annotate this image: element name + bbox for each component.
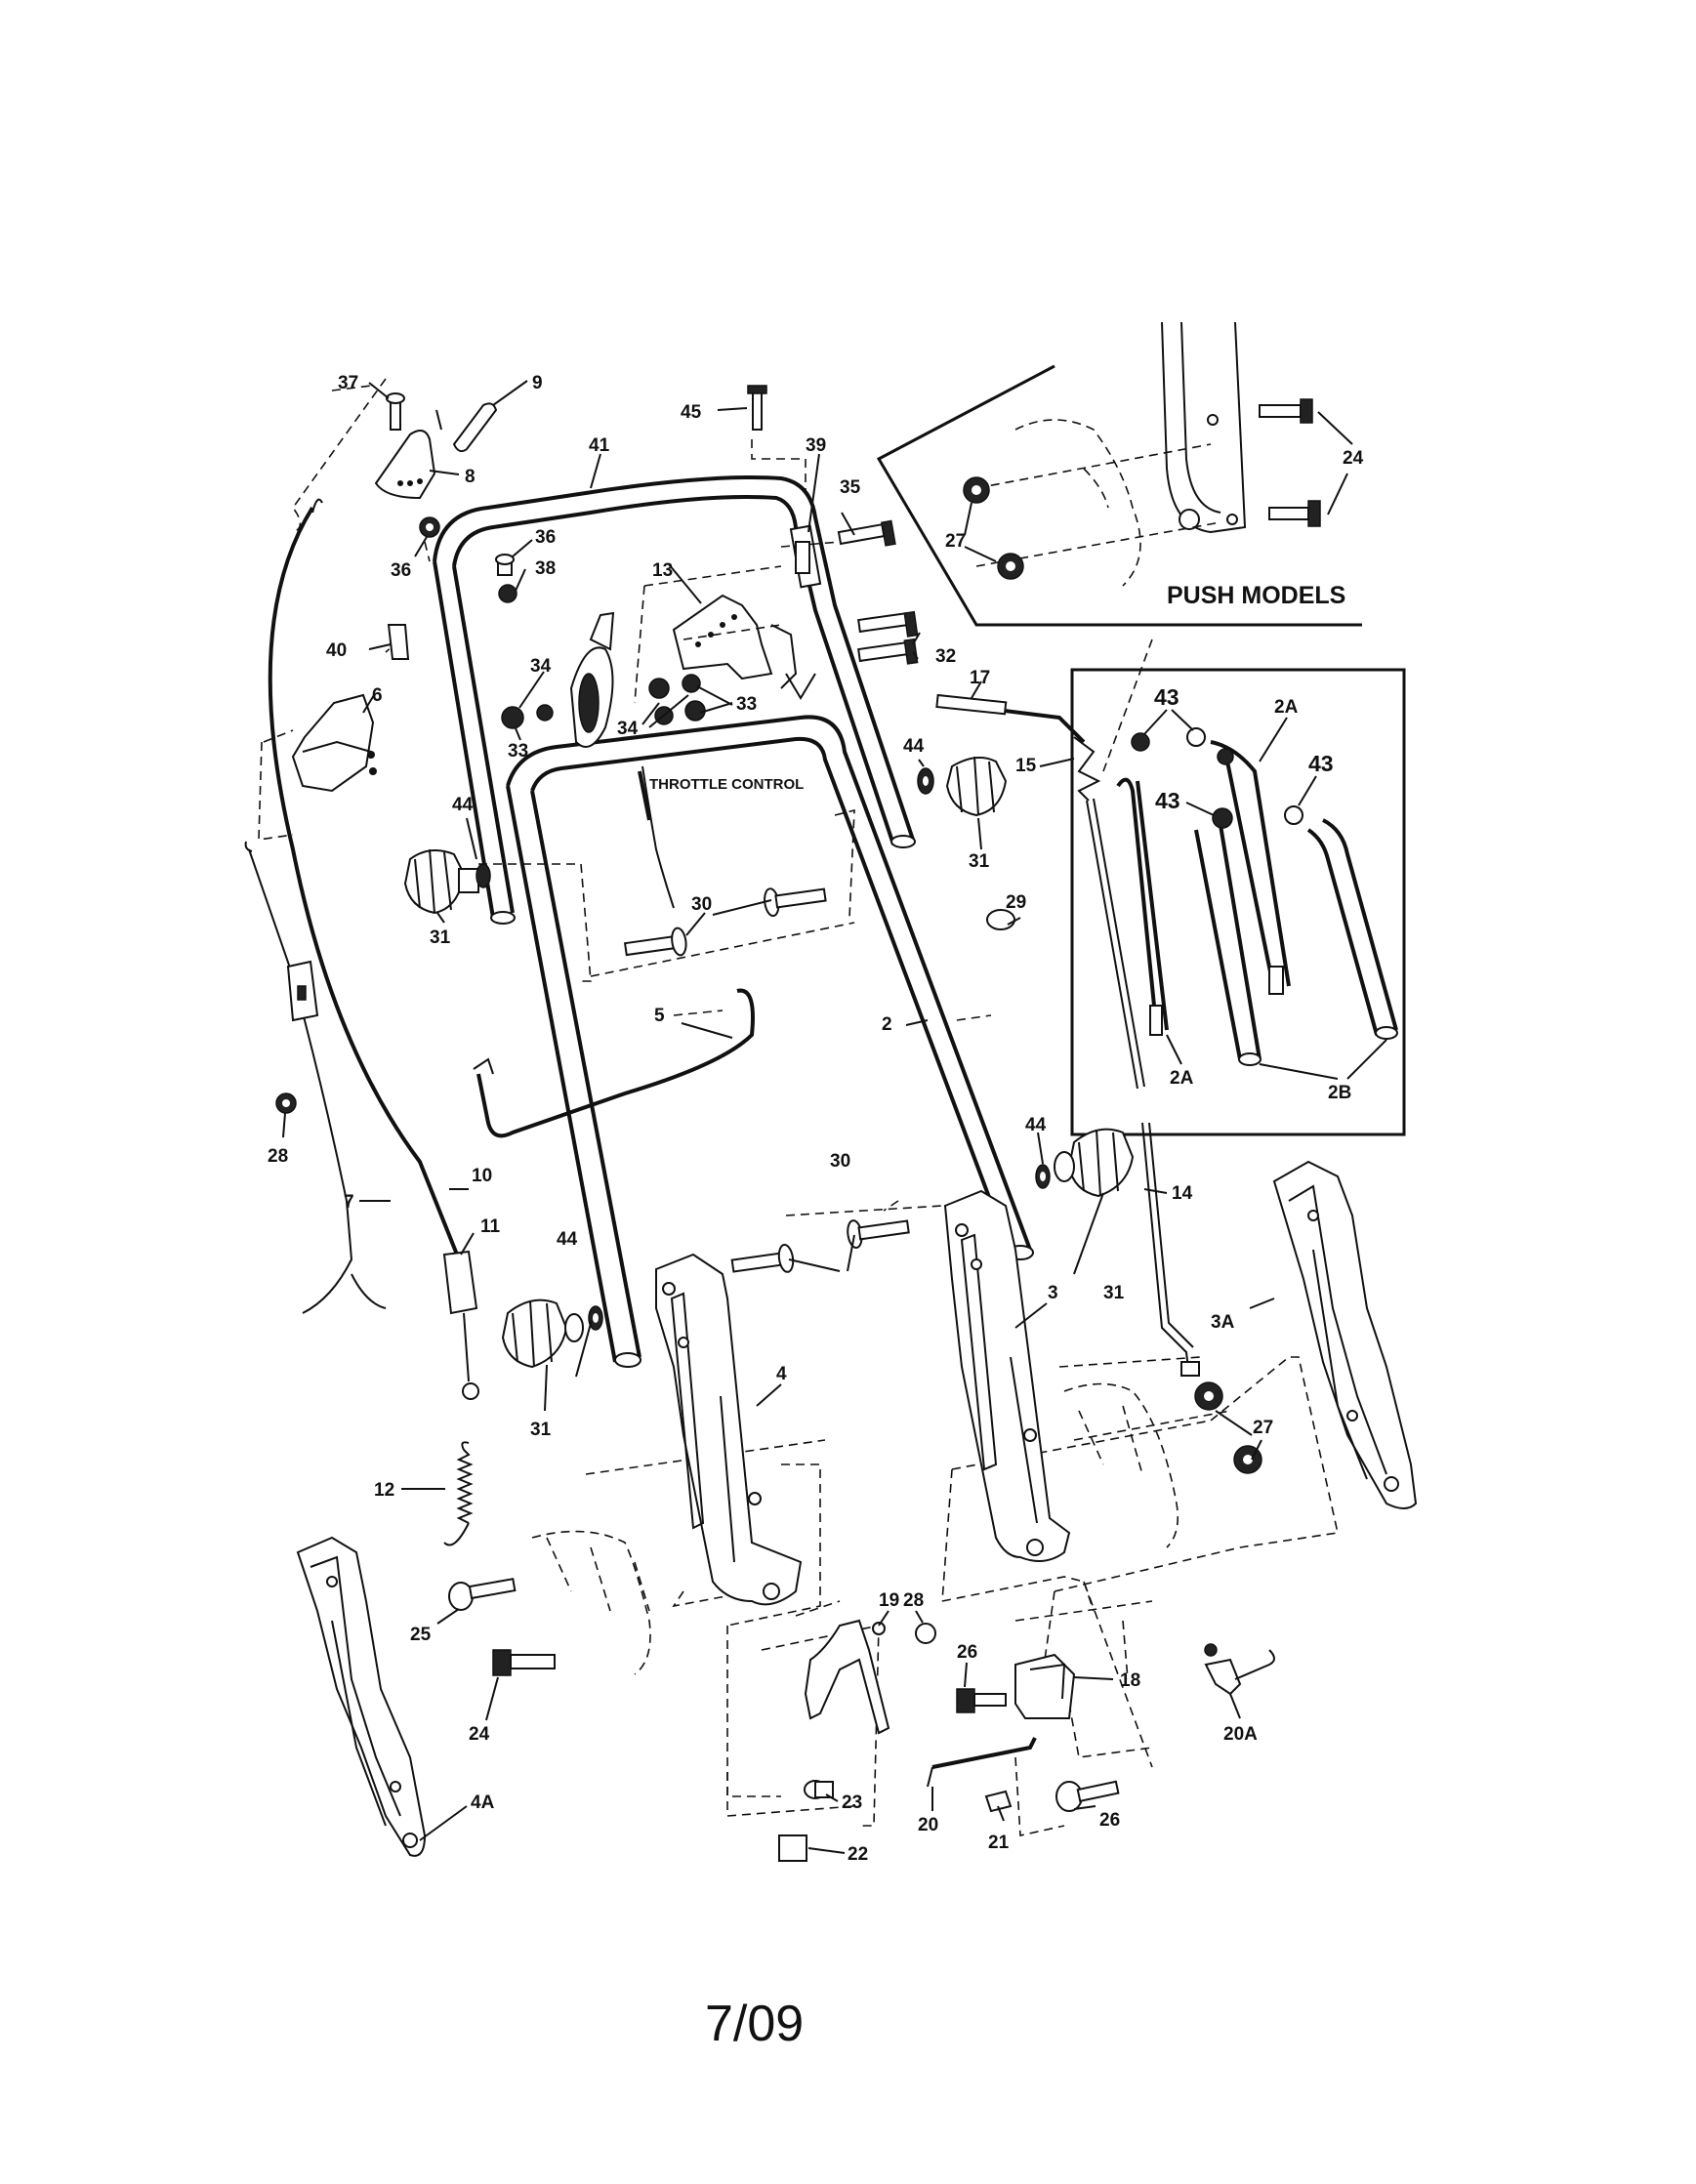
callout-36b: 36 — [535, 527, 556, 548]
callout-31c: 31 — [1103, 1283, 1125, 1303]
push-models-inset: 24 27 PUSH MODELS — [876, 321, 1364, 627]
callout-11: 11 — [480, 1216, 501, 1237]
callout-27: 27 — [1253, 1418, 1273, 1438]
callout-3A: 3A — [1211, 1312, 1235, 1333]
callout-7: 7 — [344, 1192, 354, 1213]
callout-24: 24 — [469, 1724, 490, 1745]
callout-10: 10 — [472, 1166, 492, 1186]
callout-34a: 34 — [530, 656, 552, 677]
deck-outlines — [531, 1382, 1179, 1675]
callout-18: 18 — [1120, 1670, 1140, 1691]
callout-23: 23 — [842, 1793, 862, 1813]
callout-26b: 26 — [1099, 1810, 1120, 1831]
callout-44a: 44 — [903, 736, 925, 757]
rods-14-15-17 — [935, 693, 1200, 1378]
callout-32: 32 — [935, 646, 956, 667]
carriage-bolts — [623, 887, 1015, 1273]
callout-9: 9 — [532, 373, 543, 393]
callout-20A: 20A — [1223, 1724, 1258, 1745]
handle-options-inset: 43 43 43 2A 2A 2B — [1070, 668, 1406, 1136]
callout-44d: 44 — [557, 1229, 578, 1250]
hardware-lower — [448, 1381, 1275, 1862]
callout-31d: 31 — [530, 1420, 552, 1440]
wheel-plate-4A — [296, 1536, 427, 1857]
lower-handle — [506, 715, 1034, 1368]
callout-2: 2 — [882, 1014, 892, 1035]
callout-17: 17 — [970, 668, 990, 688]
callout-33b: 33 — [736, 694, 757, 715]
callout-30b: 30 — [830, 1151, 850, 1172]
callout-13: 13 — [652, 560, 673, 581]
callout-33a: 33 — [508, 741, 528, 762]
callout-8: 8 — [465, 467, 476, 487]
throttle-control-label: THROTTLE CONTROL — [649, 776, 804, 793]
callout-3: 3 — [1048, 1283, 1058, 1303]
callout-31a: 31 — [969, 851, 990, 872]
callout-25: 25 — [410, 1625, 432, 1645]
control-rod-5 — [473, 988, 755, 1138]
callout-hb2Aa: 2A — [1274, 697, 1299, 718]
callout-26a: 26 — [957, 1642, 977, 1663]
leader-lines — [282, 380, 1275, 1854]
callout-pb27: 27 — [945, 531, 966, 552]
cables — [244, 498, 479, 1546]
callout-hb43b: 43 — [1155, 788, 1180, 813]
callout-28a: 28 — [268, 1146, 288, 1167]
callout-44c: 44 — [1025, 1115, 1047, 1135]
callout-28b: 28 — [903, 1590, 924, 1611]
callout-45: 45 — [681, 402, 702, 423]
callout-22: 22 — [848, 1844, 868, 1865]
side-bracket-4 — [655, 1253, 803, 1606]
callout-4A: 4A — [471, 1793, 495, 1813]
callout-34b: 34 — [617, 719, 639, 739]
page-code: 7/09 — [705, 1996, 804, 2052]
callout-40: 40 — [326, 640, 347, 661]
callout-21: 21 — [988, 1833, 1010, 1853]
callout-hb2Ab: 2A — [1170, 1068, 1194, 1089]
bracket-13 — [672, 594, 816, 700]
callout-35: 35 — [840, 477, 861, 498]
callout-20: 20 — [918, 1815, 938, 1835]
wheel-plate-3A — [1272, 1160, 1418, 1509]
callout-41: 41 — [589, 435, 610, 456]
upper-handle — [433, 475, 916, 925]
throttle-control: THROTTLE CONTROL — [569, 611, 804, 909]
callout-15: 15 — [1015, 756, 1037, 776]
knobs-and-washers — [403, 756, 1135, 1369]
callout-29: 29 — [1006, 892, 1026, 913]
callout-pb24: 24 — [1343, 448, 1364, 469]
callout-hb43a: 43 — [1154, 684, 1179, 710]
callout-12: 12 — [374, 1480, 394, 1501]
push-models-title: PUSH MODELS — [1167, 582, 1345, 609]
callout-44b: 44 — [452, 795, 474, 815]
callout-30a: 30 — [691, 894, 712, 915]
callout-hb2B: 2B — [1328, 1083, 1351, 1103]
callout-14: 14 — [1172, 1183, 1193, 1204]
callout-5: 5 — [654, 1006, 665, 1026]
callout-39: 39 — [806, 435, 826, 456]
callout-6: 6 — [372, 685, 383, 706]
callout-19: 19 — [879, 1590, 899, 1611]
callout-31b: 31 — [430, 927, 451, 948]
callout-labels: 37 9 8 36 36 38 45 41 39 35 13 32 40 6 3… — [268, 373, 1273, 1865]
callout-hb43c: 43 — [1308, 751, 1334, 776]
side-bracket-3 — [943, 1189, 1071, 1562]
callout-38: 38 — [535, 558, 556, 579]
callout-36a: 36 — [391, 560, 411, 581]
callout-37: 37 — [338, 373, 358, 393]
callout-4: 4 — [776, 1364, 787, 1384]
